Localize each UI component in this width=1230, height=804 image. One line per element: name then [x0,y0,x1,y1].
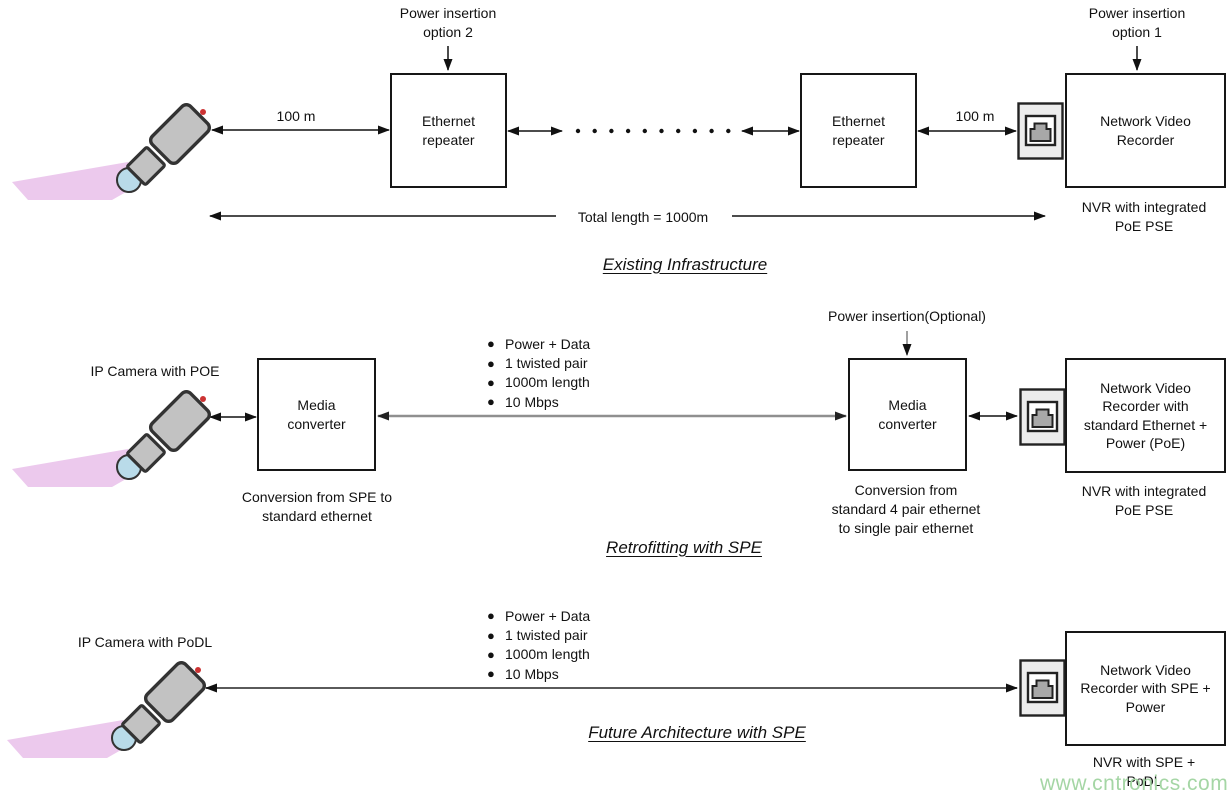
list-item: ●1000m length [478,645,678,664]
bullet-icon: ● [487,646,495,662]
bullet-icon: ● [487,666,495,682]
list-item: ●1 twisted pair [478,625,678,644]
ip-camera-icon [10,98,215,210]
media-converter-1-box: Media converter [257,358,376,471]
bullet-icon: ● [487,355,495,371]
rj45-connector-icon [1019,659,1066,717]
bullet-icon: ● [487,394,495,410]
ip-camera-poe-label: IP Camera with POE [90,363,220,379]
media-converter-2-box: Media converter [848,358,967,471]
network-video-recorder-box: Network Video Recorder [1065,73,1226,188]
ethernet-repeater-1-box: Ethernet repeater [390,73,507,188]
distance-left-label: 100 m [276,108,316,124]
bullet-icon: ● [487,336,495,352]
list-item: ●1000m length [478,373,678,392]
list-item: ●Power + Data [478,606,678,625]
list-item: ●10 Mbps [478,392,678,411]
converter2-caption: Conversion from standard 4 pair ethernet… [831,482,981,536]
total-length-label: Total length = 1000m [577,209,709,225]
nvr-spe-caption: NVR with SPE + PoDL [1092,754,1196,789]
rj45-connector-icon [1019,388,1066,446]
ethernet-repeater-2-box: Ethernet repeater [800,73,917,188]
nvr-poe-caption: NVR with integrated PoE PSE [1081,483,1207,518]
ip-camera-podl-label: IP Camera with PoDL [77,634,213,650]
converter1-caption: Conversion from SPE to standard ethernet [241,489,393,524]
power-insertion-option2-label: Power insertion option 2 [399,5,497,40]
bullet-icon: ● [487,374,495,390]
spe-link-properties-list: ●Power + Data ●1 twisted pair ●1000m len… [478,606,678,684]
list-item: ●Power + Data [478,334,678,353]
spe-link-properties-list: ●Power + Data ●1 twisted pair ●1000m len… [478,334,678,412]
nvr-caption: NVR with integrated PoE PSE [1081,199,1207,234]
ip-camera-icon [5,656,210,768]
nvr-poe-box: Network Video Recorder with standard Eth… [1065,358,1226,473]
section2-title: Retrofitting with SPE [606,538,762,557]
nvr-spe-box: Network Video Recorder with SPE + Power [1065,631,1226,746]
ip-camera-icon [10,385,215,497]
list-item: ●1 twisted pair [478,353,678,372]
bullet-icon: ● [487,627,495,643]
rj45-connector-icon [1017,102,1064,160]
watermark: www.cntronics.com [1040,772,1229,795]
ellipsis-dots [575,128,731,134]
power-insertion-option1-label: Power insertion option 1 [1088,5,1186,40]
distance-right-label: 100 m [955,108,995,124]
list-item: ●10 Mbps [478,664,678,683]
section1-title: Existing Infrastructure [602,255,768,274]
bullet-icon: ● [487,608,495,624]
power-insertion-optional-label: Power insertion(Optional) [828,308,986,324]
section3-title: Future Architecture with SPE [588,723,806,742]
